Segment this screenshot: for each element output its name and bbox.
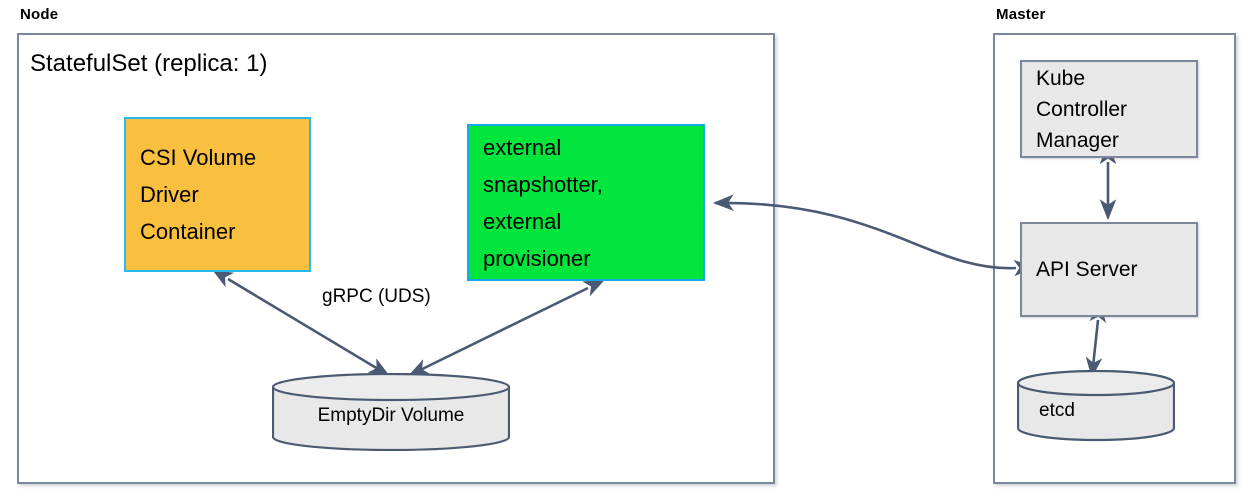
emptydir-volume-label: EmptyDir Volume [317,405,465,426]
etcd-cylinder[interactable]: etcd [1016,369,1176,442]
csi-volume-driver-container-box[interactable]: CSI Volume Driver Container [124,117,311,272]
external-line-2: snapshotter, [483,171,603,197]
emptydir-volume-cylinder[interactable]: EmptyDir Volume [271,372,511,452]
external-components-box[interactable]: external snapshotter, external provision… [467,124,705,281]
etcd-label: etcd [1039,400,1075,421]
external-line-4: provisioner [483,245,591,271]
api-server-box[interactable]: API Server [1020,222,1198,317]
kcm-line-3: Manager [1036,128,1119,152]
node-group-label: Node [20,6,59,23]
master-group-label: Master [996,6,1046,23]
grpc-uds-label: gRPC (UDS) [322,286,431,307]
external-line-3: external [483,208,562,234]
kube-controller-manager-box[interactable]: Kube Controller Manager [1020,60,1198,158]
csi-line-1: CSI Volume [140,145,257,170]
statefulset-title: StatefulSet (replica: 1) [30,50,268,77]
kcm-line-2: Controller [1036,97,1128,121]
csi-line-2: Driver [140,182,199,207]
external-line-1: external [483,134,562,160]
api-server-label: API Server [1036,258,1138,281]
kcm-line-1: Kube [1036,66,1086,90]
etcd-cylinder-shape [1016,369,1176,442]
emptydir-cylinder-shape [271,372,511,452]
csi-line-3: Container [140,219,236,244]
